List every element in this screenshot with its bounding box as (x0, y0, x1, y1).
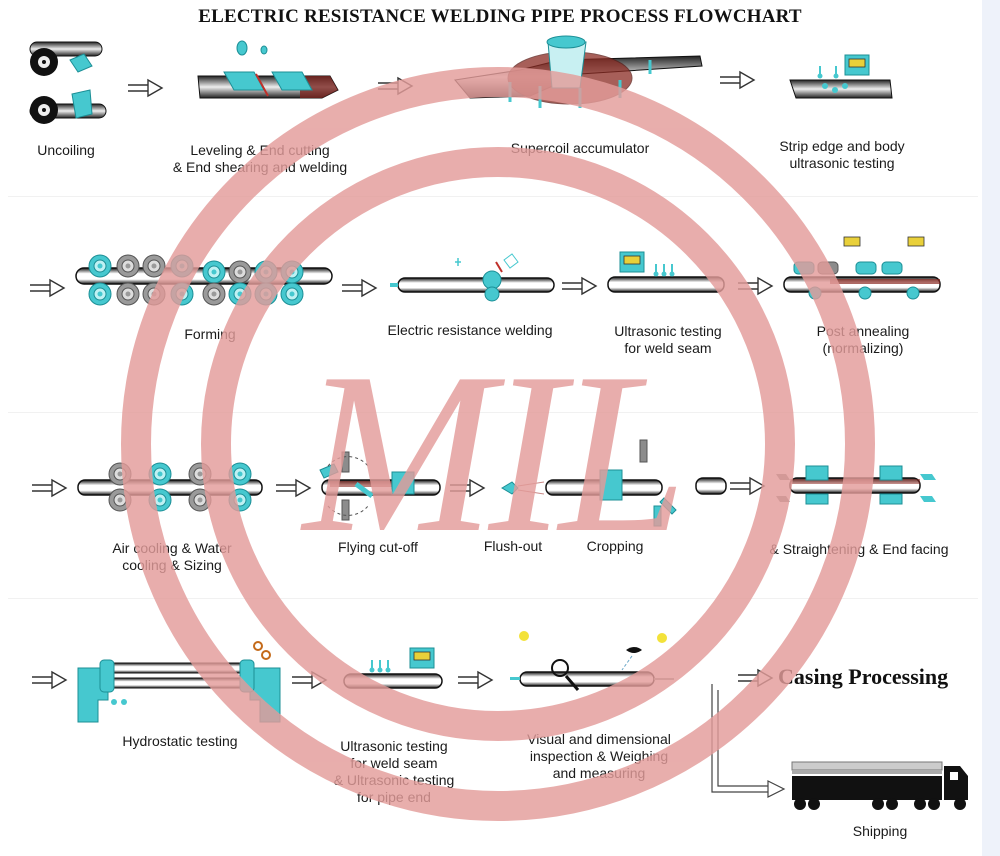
flow-arrow (31, 479, 67, 497)
flow-arrow (29, 279, 65, 297)
flow-arrow (291, 671, 327, 689)
flow-arrow (457, 671, 493, 689)
straightening-facing-icon (776, 465, 936, 505)
step-label-erw: Electric resistance welding (387, 322, 553, 338)
forming-rollers-icon (75, 254, 333, 306)
inspection-icon (510, 631, 674, 691)
cooling-sizing-icon (77, 462, 263, 512)
flow-arrow (729, 477, 765, 495)
welding-icon (390, 253, 555, 302)
flow-arrow (561, 277, 597, 295)
flying-cutoff-icon (319, 451, 441, 521)
casing-processing-label: Casing Processing (778, 664, 949, 689)
strip-ultrasonic-icon (789, 54, 893, 99)
step-label-cropping: Cropping (586, 538, 644, 554)
branch-connector (711, 684, 786, 798)
step-label-uncoiling: Uncoiling (37, 142, 95, 158)
page-title: ELECTRIC RESISTANCE WELDING PIPE PROCESS… (198, 6, 802, 27)
step-label-flush: Flush-out (483, 538, 543, 554)
step-label-straightening: & Straightening & End facing (769, 541, 949, 557)
truck-icon (791, 761, 968, 810)
flush-out-icon (501, 481, 545, 495)
uncoiler-icon (29, 41, 107, 124)
step-label-forming: Forming (184, 326, 236, 342)
flow-arrow (31, 671, 67, 689)
supercoil-accumulator-icon (454, 35, 703, 108)
step-label-annealing: Post annealing(normalizing) (816, 323, 910, 356)
seam-ultrasonic-icon (607, 251, 725, 293)
leveling-cutting-icon (197, 40, 339, 99)
step-label-leveling: Leveling & End cutting& End shearing and… (172, 142, 348, 175)
cropping-icon (545, 439, 727, 527)
step-label-shipping: Shipping (852, 823, 908, 839)
flow-arrow (275, 479, 311, 497)
hydrostatic-tester-icon (77, 641, 281, 723)
annealing-icon (783, 236, 941, 300)
flow-arrow (737, 277, 773, 295)
flow-arrow (449, 479, 485, 497)
flow-arrow (377, 77, 413, 95)
flow-arrow (341, 279, 377, 297)
step-label-cutoff: Flying cut-off (338, 539, 418, 555)
side-border (982, 0, 1000, 856)
final-ultrasonic-icon (343, 647, 443, 689)
flow-arrow (127, 79, 163, 97)
step-label-hydro: Hydrostatic testing (122, 733, 238, 749)
flow-arrow (737, 669, 773, 687)
step-label-accumulator: Supercoil accumulator (510, 140, 650, 156)
flow-arrow (719, 71, 755, 89)
